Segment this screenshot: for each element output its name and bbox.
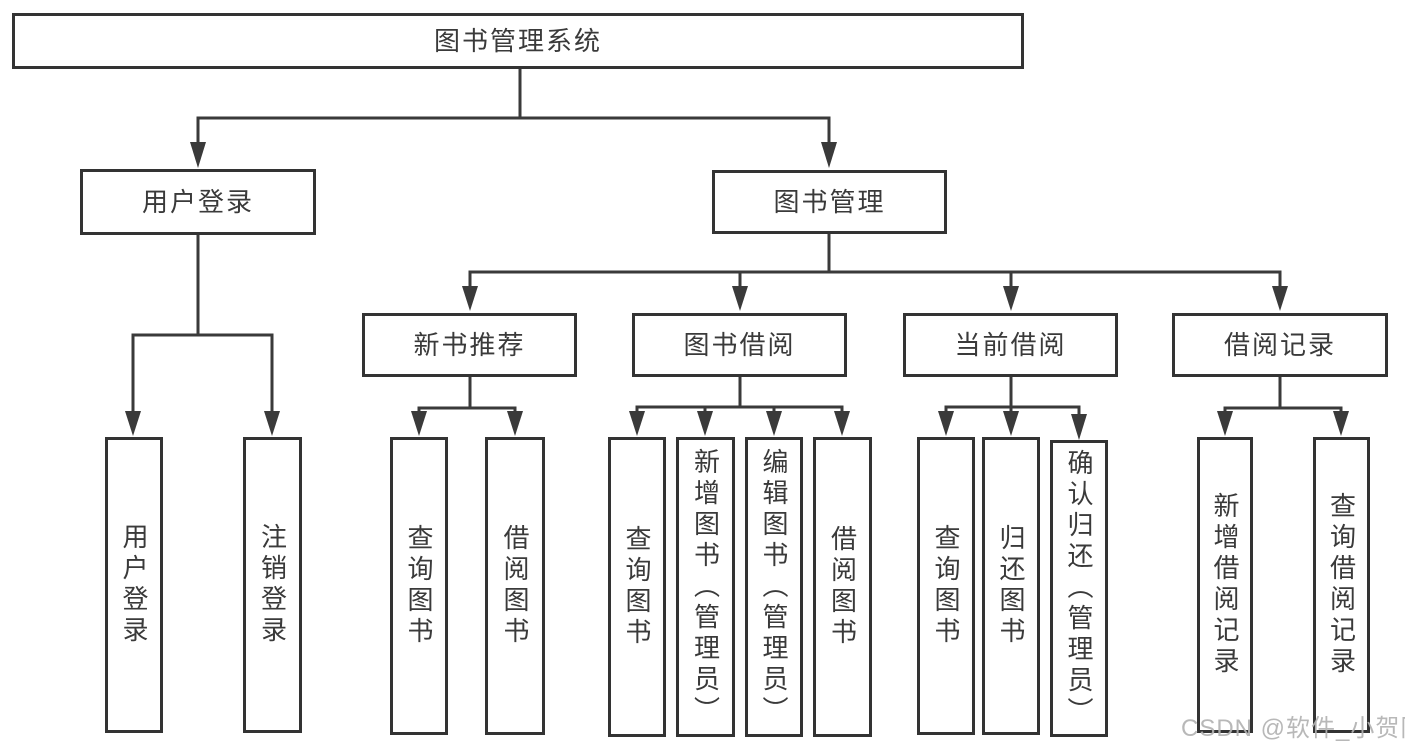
node-book-borrow: 图书借阅 [632,313,847,377]
arrowhead [834,411,850,436]
arrowhead [190,142,206,168]
node-leaf-query-record-label: 查询借阅记录 [1326,492,1357,678]
arrowhead [1333,411,1349,436]
connector-bookborrow-to-leaves [635,374,844,419]
node-current-borrow: 当前借阅 [903,313,1118,377]
node-leaf-add-record-label: 新增借阅记录 [1210,492,1240,678]
node-leaf-logout: 注销登录 [243,437,302,733]
node-book-mgmt-label: 图书管理 [773,187,886,217]
connector-bookmgmt-to-level3 [468,231,1282,294]
node-root: 图书管理系统 [12,13,1024,69]
node-leaf-add-book-label: 新增图书（管理员） [690,447,721,727]
arrowhead [1217,411,1233,436]
node-leaf-query-book-1: 查询图书 [390,437,448,735]
node-borrow-record: 借阅记录 [1172,313,1388,377]
node-leaf-confirm-return: 确认归还（管理员） [1050,440,1108,737]
node-leaf-query-book-2-label: 查询图书 [622,525,652,649]
node-leaf-add-book: 新增图书（管理员） [676,437,735,737]
arrowhead [821,142,837,168]
connector-newbookrec-to-leaves [417,374,517,419]
node-book-borrow-label: 图书借阅 [683,330,796,360]
node-current-borrow-label: 当前借阅 [954,330,1067,360]
arrowhead [697,411,713,436]
arrowhead [1003,411,1019,436]
node-leaf-query-book-3: 查询图书 [917,437,975,735]
node-new-book-rec-label: 新书推荐 [413,330,526,360]
node-leaf-query-book-3-label: 查询图书 [931,524,961,648]
arrowhead [938,411,954,436]
node-new-book-rec: 新书推荐 [362,313,577,377]
node-root-label: 图书管理系统 [433,26,602,56]
connector-root-to-level2 [196,67,831,150]
node-leaf-borrow-book-2-label: 借阅图书 [827,525,858,649]
node-leaf-logout-label: 注销登录 [257,523,288,647]
arrowhead [462,286,478,311]
arrowhead [1272,286,1288,311]
node-leaf-confirm-return-label: 确认归还（管理员） [1064,449,1094,728]
arrowhead [766,411,782,436]
arrowhead [732,286,748,311]
node-leaf-borrow-book-1-label: 借阅图书 [500,524,530,648]
arrowhead [507,411,523,436]
node-user-login: 用户登录 [80,169,316,235]
node-user-login-label: 用户登录 [141,187,254,217]
arrowheads [125,142,1349,440]
node-leaf-query-book-2: 查询图书 [608,437,666,737]
arrowhead [264,411,280,436]
node-leaf-borrow-book-1: 借阅图书 [485,437,545,735]
node-leaf-user-login-label: 用户登录 [119,523,149,647]
node-leaf-edit-book: 编辑图书（管理员） [745,437,803,737]
arrowhead [411,411,427,436]
watermark: CSDN @软件_小贺同学 [1181,715,1405,742]
connector-borrowrecord-to-leaves [1223,374,1343,419]
node-leaf-add-record: 新增借阅记录 [1197,437,1253,733]
node-leaf-return-book-label: 归还图书 [996,524,1026,648]
arrowhead [1003,286,1019,311]
node-leaf-user-login: 用户登录 [105,437,163,733]
node-leaf-edit-book-label: 编辑图书（管理员） [759,447,789,727]
arrowhead [125,411,141,436]
connector-userlogin-to-leaves [131,232,274,419]
arrowhead [1071,414,1087,440]
node-book-mgmt: 图书管理 [712,170,947,234]
node-leaf-return-book: 归还图书 [982,437,1040,735]
node-leaf-query-record: 查询借阅记录 [1313,437,1370,733]
arrowhead [629,411,645,436]
node-borrow-record-label: 借阅记录 [1223,330,1336,360]
node-leaf-borrow-book-2: 借阅图书 [813,437,872,737]
node-leaf-query-book-1-label: 查询图书 [404,524,434,648]
